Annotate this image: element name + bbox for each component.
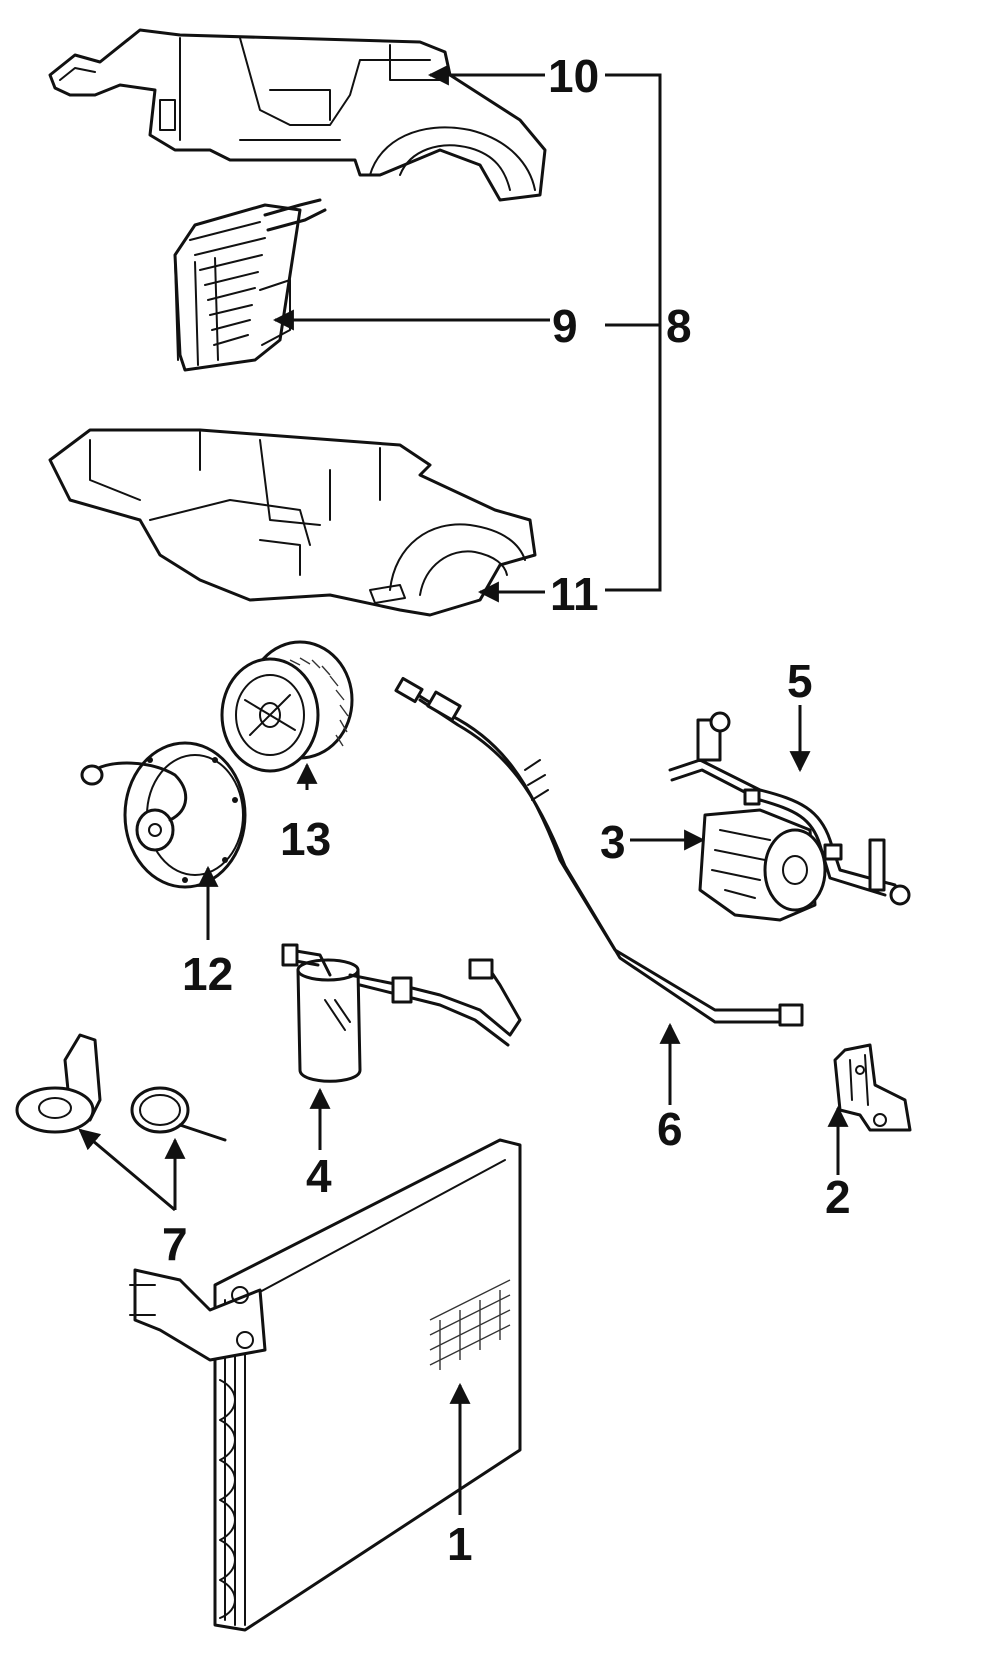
callout-13: 13	[280, 813, 331, 865]
callout-1: 1	[447, 1518, 473, 1570]
callout-5: 5	[787, 655, 813, 707]
bracket-part	[15, 1033, 227, 1142]
callout-12: 12	[182, 948, 233, 1000]
callout-4: 4	[306, 1150, 332, 1202]
accumulator-part	[281, 943, 522, 1083]
condenser-part	[129, 1138, 522, 1632]
callout-6: 6	[657, 1103, 683, 1155]
callout-labels: 10 9 8 11 5 13 3 12 6 4 2 7 1	[162, 50, 851, 1570]
mounting-bracket-part	[833, 1043, 912, 1132]
leader-lines	[78, 64, 849, 1515]
callout-3: 3	[600, 816, 626, 868]
lower-case-part	[48, 428, 537, 617]
evaporator-core-part	[173, 198, 327, 372]
callout-11: 11	[550, 568, 599, 620]
blower-motor-part	[80, 741, 247, 889]
hose-part	[394, 676, 804, 1027]
callout-2: 2	[825, 1171, 851, 1223]
compressor-part	[698, 808, 827, 922]
callout-10: 10	[548, 50, 599, 102]
callout-8: 8	[666, 300, 692, 352]
callout-9: 9	[552, 300, 578, 352]
callout-7: 7	[162, 1218, 188, 1270]
upper-case-part	[48, 28, 547, 202]
blower-wheel-part	[220, 640, 354, 773]
